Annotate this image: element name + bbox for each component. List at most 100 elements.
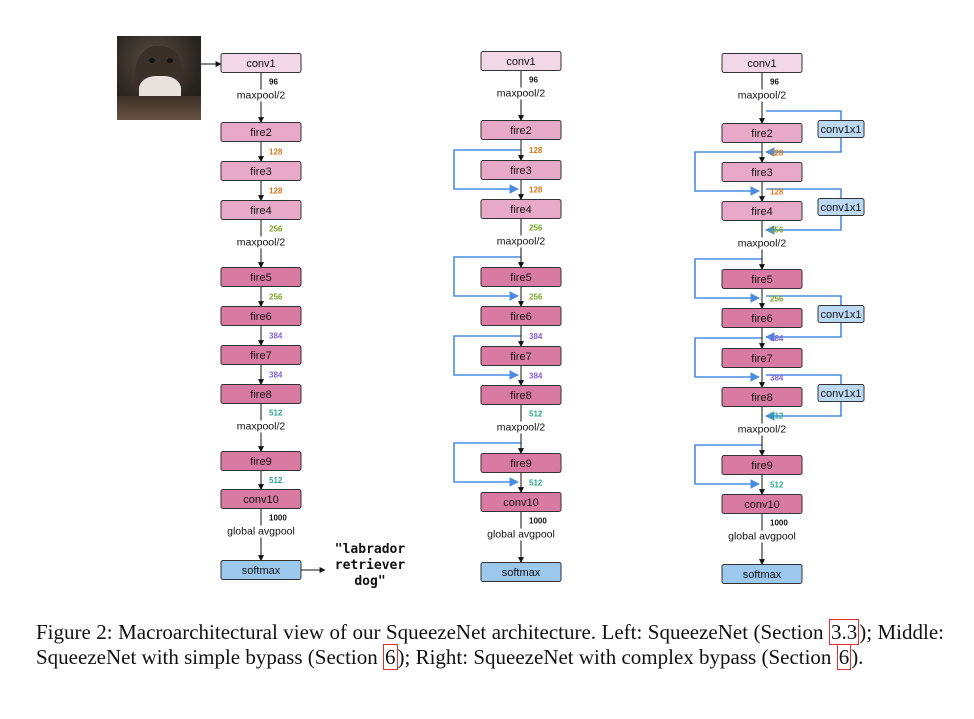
right-node-label-softmax: softmax [743, 569, 782, 581]
left-annotation-6: 384 [269, 332, 283, 341]
middle-annotation-3: 128 [529, 186, 543, 195]
left-node-label-conv10: conv10 [243, 494, 278, 506]
left-annotation-1: 96 [269, 78, 278, 87]
middle-node-fire8 [480, 385, 562, 405]
left-node-label-softmax: softmax [242, 565, 281, 577]
left-node-label-fire9: fire9 [250, 456, 271, 468]
middle-node-softmax [480, 562, 562, 582]
left-annotation-10: 1000 [269, 514, 287, 523]
right-conv1x1-box-4 [817, 384, 865, 402]
left-node-fire3 [220, 161, 302, 181]
right-annotation-6: 384 [770, 334, 784, 343]
caption-text-2: ); Middle: SqueezeNet with simple bypass… [36, 620, 944, 669]
left-node-fire5 [220, 267, 302, 287]
left-annotation-7: 384 [269, 371, 283, 380]
section-ref-6-a[interactable]: 6 [383, 644, 398, 670]
middle-node-fire2 [480, 120, 562, 140]
right-node-label-fire8: fire8 [751, 392, 772, 404]
output-label: "labrador retriever dog" [335, 542, 406, 589]
middle-pool-label-10: global avgpool [487, 529, 555, 541]
left-pool-bg-4 [233, 236, 289, 249]
right-node-fire6 [721, 308, 803, 328]
middle-node-label-fire7: fire7 [510, 351, 531, 363]
middle-bypass-simple-fire5 [453, 256, 521, 301]
right-node-softmax [721, 564, 803, 584]
input-image [117, 36, 201, 120]
right-pool-label-8: maxpool/2 [738, 424, 787, 436]
left-node-label-fire6: fire6 [250, 311, 271, 323]
caption-text-1: Figure 2: Macroarchitectural view of our… [36, 620, 829, 644]
architecture-diagram: conv1 fire2 fire3 fire4 fire5 fire6 fire7 fire8… [201, 51, 865, 589]
right-node-fire5 [721, 269, 803, 289]
left-node-fire4 [220, 200, 302, 220]
right-annotation-10: 1000 [770, 519, 788, 528]
left-node-label-fire3: fire3 [250, 166, 271, 178]
right-conv1x1-box-3 [817, 305, 865, 323]
right-pool-bg-10 [720, 530, 804, 543]
left-node-fire8 [220, 384, 302, 404]
middle-annotation-6: 384 [529, 332, 543, 341]
right-node-fire3 [721, 162, 803, 182]
section-ref-6-b[interactable]: 6 [836, 644, 852, 670]
right-bypass-simple-fire3 [694, 151, 762, 196]
middle-annotation-4: 256 [529, 224, 543, 233]
left-annotation-8: 512 [269, 409, 283, 418]
right-annotation-1: 96 [770, 78, 779, 87]
left-node-label-conv1: conv1 [246, 58, 275, 70]
right-conv1x1-label-4: conv1x1 [821, 388, 862, 400]
right-pool-bg-8 [734, 423, 790, 436]
right-pool-bg-4 [734, 237, 790, 250]
left-annotation-4: 256 [269, 225, 283, 234]
middle-bypass-simple-fire9 [453, 442, 521, 487]
middle-pool-bg-4 [493, 235, 549, 248]
middle-annotation-2: 128 [529, 146, 543, 155]
middle-node-label-fire9: fire9 [510, 458, 531, 470]
section-ref-3-3[interactable]: 3.3 [828, 619, 860, 645]
middle-annotation-7: 384 [529, 372, 543, 381]
middle-node-label-fire5: fire5 [510, 272, 531, 284]
right-node-label-fire5: fire5 [751, 274, 772, 286]
right-bypass-simple-fire5 [694, 258, 762, 303]
left-pool-label-4: maxpool/2 [237, 237, 286, 249]
right-bypass-simple-fire7 [694, 337, 762, 382]
right-pool-label-4: maxpool/2 [738, 238, 787, 250]
middle-bypass-simple-fire3 [453, 149, 521, 194]
middle-node-fire6 [480, 306, 562, 326]
right-node-label-fire6: fire6 [751, 313, 772, 325]
right-node-fire7 [721, 348, 803, 368]
caption-text-4: ). [851, 645, 864, 669]
right-annotation-3: 128 [770, 188, 784, 197]
middle-node-fire7 [480, 346, 562, 366]
right-node-conv10 [721, 494, 803, 514]
left-node-label-fire8: fire8 [250, 389, 271, 401]
left-pool-bg-8 [233, 420, 289, 433]
left-pool-label-1: maxpool/2 [237, 90, 286, 102]
output-line-3: dog" [354, 574, 385, 589]
middle-pool-label-8: maxpool/2 [497, 422, 546, 434]
right-annotation-7: 384 [770, 374, 784, 383]
right-node-label-fire2: fire2 [751, 128, 772, 140]
left-node-fire9 [220, 451, 302, 471]
middle-annotation-10: 1000 [529, 517, 547, 526]
output-line-2: retriever [335, 558, 406, 573]
left-node-label-fire2: fire2 [250, 127, 271, 139]
middle-node-label-conv10: conv10 [503, 497, 538, 509]
right-node-fire9 [721, 455, 803, 475]
right-annotation-5: 256 [770, 295, 784, 304]
right-bypass-simple-fire9 [694, 444, 762, 489]
right-node-fire2 [721, 123, 803, 143]
middle-annotation-5: 256 [529, 293, 543, 302]
middle-node-fire4 [480, 199, 562, 219]
left-node-label-fire4: fire4 [250, 205, 271, 217]
middle-node-label-fire6: fire6 [510, 311, 531, 323]
middle-annotation-9: 512 [529, 479, 543, 488]
left-node-fire2 [220, 122, 302, 142]
left-pool-label-10: global avgpool [227, 526, 295, 538]
middle-node-label-fire8: fire8 [510, 390, 531, 402]
right-node-label-fire9: fire9 [751, 460, 772, 472]
left-annotation-9: 512 [269, 476, 283, 485]
middle-pool-bg-1 [493, 87, 549, 100]
middle-pool-bg-8 [493, 421, 549, 434]
middle-node-fire9 [480, 453, 562, 473]
middle-annotation-1: 96 [529, 76, 538, 85]
